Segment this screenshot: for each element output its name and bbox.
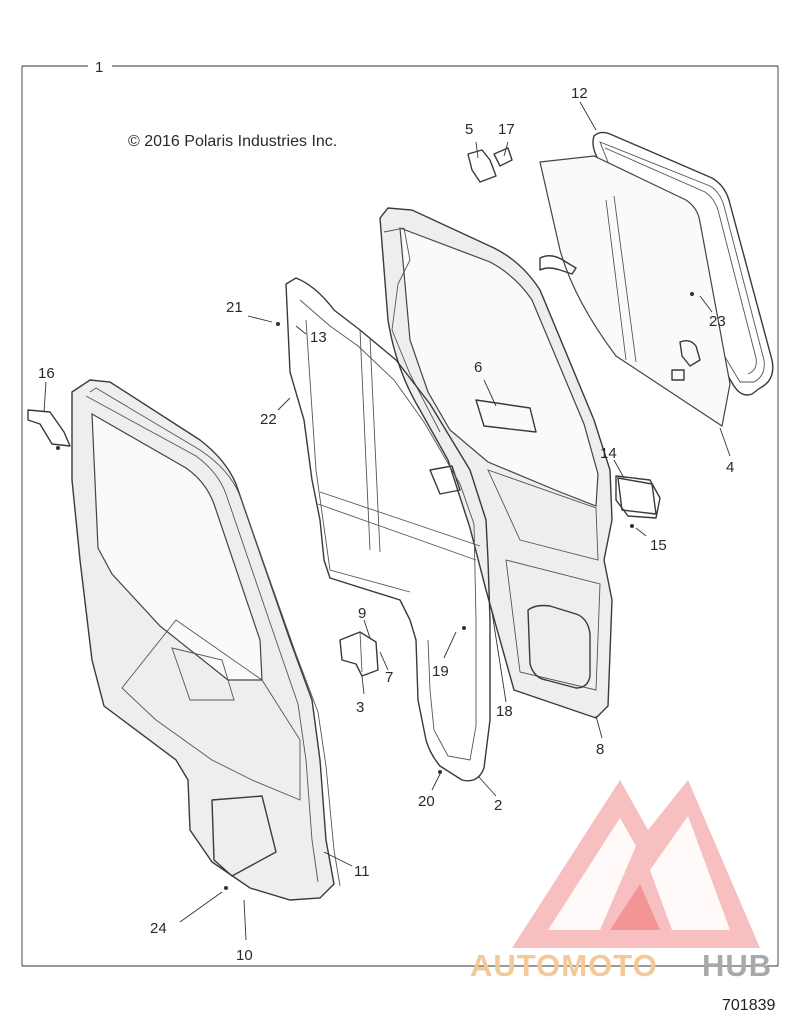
part-4-window-glass bbox=[539, 155, 731, 427]
part-10-outer-door bbox=[71, 379, 341, 901]
callout-9: 9 bbox=[358, 605, 366, 622]
callout-labels: 1 12 5 17 23 21 13 6 16 22 4 14 15 9 7 1… bbox=[38, 59, 734, 964]
callout-7: 7 bbox=[385, 669, 393, 686]
diagram-number: 701839 bbox=[722, 997, 775, 1014]
callout-14: 14 bbox=[600, 445, 617, 462]
copyright-text: © 2016 Polaris Industries Inc. bbox=[128, 133, 337, 150]
callout-4: 4 bbox=[726, 459, 734, 476]
callout-16: 16 bbox=[38, 365, 55, 382]
callout-1: 1 bbox=[95, 59, 103, 76]
part-16-hinge bbox=[27, 409, 71, 447]
callout-23: 23 bbox=[709, 313, 726, 330]
callout-21: 21 bbox=[226, 299, 243, 316]
callout-18: 18 bbox=[496, 703, 513, 720]
watermark-logo-icon bbox=[512, 780, 760, 948]
diagram-frame bbox=[21, 65, 779, 967]
part-5-hinge-bracket bbox=[467, 147, 513, 183]
part-14-handle bbox=[615, 475, 661, 519]
callout-5: 5 bbox=[465, 121, 473, 138]
callout-17: 17 bbox=[498, 121, 515, 138]
part-3-latch bbox=[339, 631, 379, 677]
callout-10: 10 bbox=[236, 947, 253, 964]
callout-12: 12 bbox=[571, 85, 588, 102]
callout-19: 19 bbox=[432, 663, 449, 680]
callout-22: 22 bbox=[260, 411, 277, 428]
callout-8: 8 bbox=[596, 741, 604, 758]
part-8-inner-door-panel bbox=[379, 207, 657, 719]
callout-15: 15 bbox=[650, 537, 667, 554]
callout-13: 13 bbox=[310, 329, 327, 346]
callout-11: 11 bbox=[354, 863, 370, 880]
callout-6: 6 bbox=[474, 359, 482, 376]
fasteners bbox=[56, 292, 694, 890]
part-2-tube-frame bbox=[285, 277, 491, 782]
callout-2: 2 bbox=[494, 797, 502, 814]
callout-3: 3 bbox=[356, 699, 364, 716]
watermark-text-a: AUTOMOTO bbox=[470, 948, 658, 983]
callout-24: 24 bbox=[150, 920, 167, 937]
watermark-text-b: HUB bbox=[702, 948, 772, 983]
callout-leaders bbox=[43, 101, 731, 941]
callout-20: 20 bbox=[418, 793, 435, 810]
